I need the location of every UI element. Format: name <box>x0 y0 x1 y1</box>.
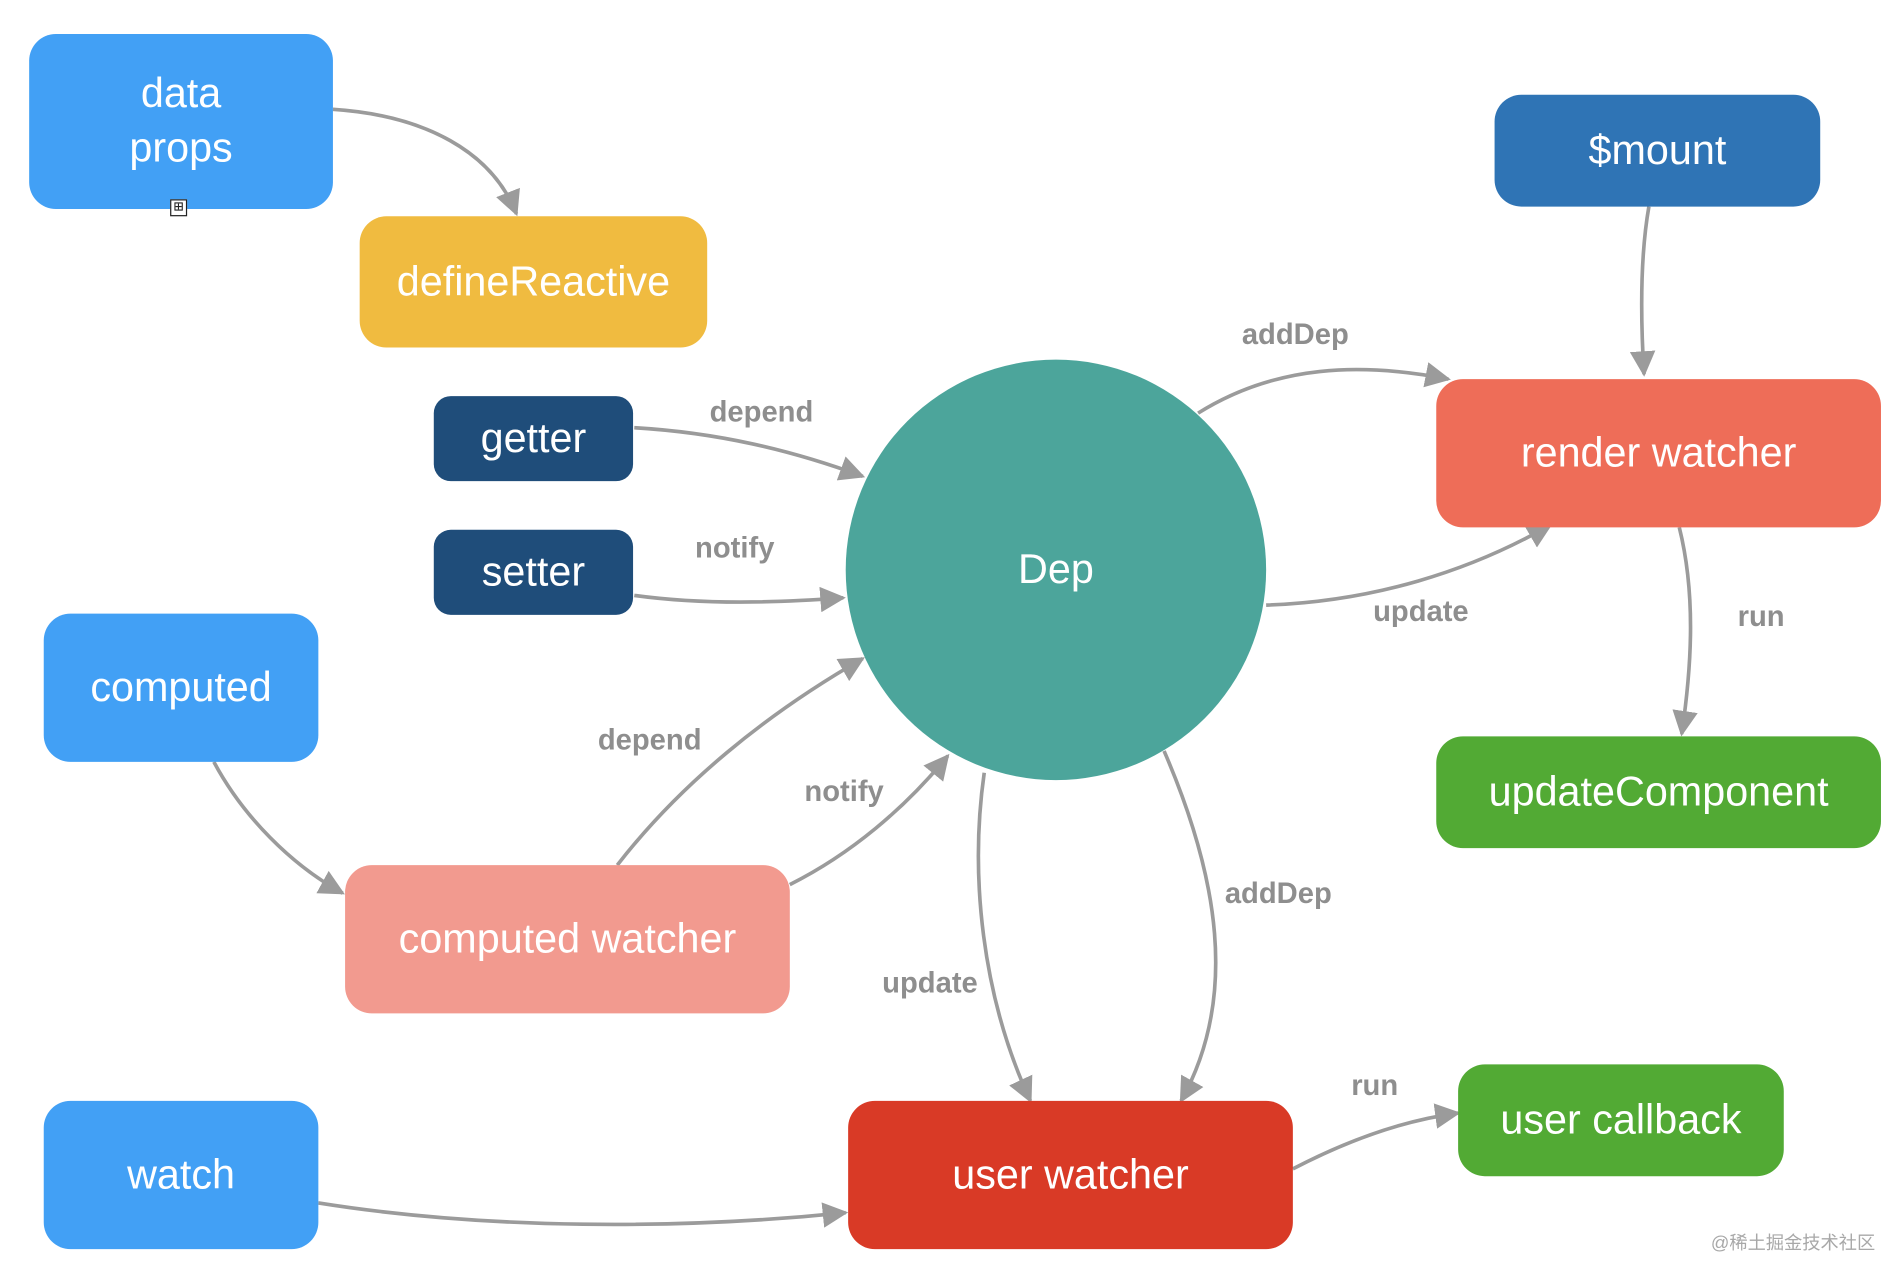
render-watcher-label: render watcher <box>1520 429 1797 476</box>
define-reactive-node[interactable]: defineReactive <box>359 216 708 348</box>
edge-dep-to-render-watcher <box>1197 362 1451 415</box>
edge-setter-to-dep <box>634 586 846 613</box>
user-watcher-label: user watcher <box>952 1151 1189 1198</box>
edge-label-getter-depend: depend <box>709 396 814 429</box>
watch-node[interactable]: watch <box>43 1100 319 1250</box>
data-props-node[interactable]: data props <box>29 34 333 209</box>
setter-node[interactable]: setter <box>433 529 634 615</box>
edge-watch-to-user-watcher <box>318 1201 849 1228</box>
computed-node[interactable]: computed <box>43 613 319 762</box>
edge-dep-adddep-user-watcher <box>1162 750 1218 1104</box>
edge-computed-watcher-notify-dep <box>788 753 950 887</box>
edge-label-computed-notify: notify <box>804 775 884 809</box>
edge-label-render-update: update <box>1373 595 1469 629</box>
data-props-label: data props <box>129 70 233 172</box>
edge-dep-update-user-watcher <box>976 772 1033 1104</box>
user-callback-label: user callback <box>1500 1096 1742 1143</box>
user-watcher-node[interactable]: user watcher <box>848 1100 1293 1250</box>
update-component-node[interactable]: updateComponent <box>1436 736 1881 849</box>
edge-label-render-adddep: addDep <box>1241 318 1349 352</box>
computed-watcher-node[interactable]: computed watcher <box>345 865 790 1014</box>
watermark: @稀土掘金技术社区 <box>1710 1233 1876 1254</box>
edge-label-user-update: update <box>882 967 978 1001</box>
computed-label: computed <box>90 664 272 711</box>
dep-label: Dep <box>1018 546 1094 593</box>
edge-label-render-run: run <box>1737 600 1785 634</box>
edge-label-user-adddep: addDep <box>1224 877 1332 911</box>
setter-label: setter <box>481 548 586 595</box>
watch-label: watch <box>127 1151 236 1198</box>
mount-label: $mount <box>1588 127 1727 174</box>
edge-render-to-updatecomponent <box>1672 526 1698 737</box>
define-reactive-label: defineReactive <box>396 258 671 305</box>
edge-user-watcher-to-callback <box>1292 1103 1461 1171</box>
dep-node[interactable]: Dep <box>845 359 1267 781</box>
update-component-label: updateComponent <box>1488 768 1829 815</box>
edge-computed-watcher-depend-dep <box>615 657 865 867</box>
edge-mount-to-render-watcher <box>1629 206 1656 377</box>
render-watcher-node[interactable]: render watcher <box>1436 379 1881 528</box>
edge-dep-update-render-watcher <box>1266 523 1553 607</box>
edge-label-setter-notify: notify <box>695 532 775 566</box>
getter-label: getter <box>480 415 587 462</box>
user-callback-node[interactable]: user callback <box>1458 1064 1784 1177</box>
edge-getter-to-dep <box>634 425 866 481</box>
expand-icon[interactable]: ⊞ <box>170 199 188 217</box>
edge-data-to-definereactive <box>332 107 520 217</box>
edge-label-user-run: run <box>1351 1069 1399 1103</box>
computed-watcher-label: computed watcher <box>398 915 737 962</box>
edge-label-computed-depend: depend <box>597 724 702 758</box>
mount-node[interactable]: $mount <box>1494 94 1821 207</box>
edge-computed-to-computed-watcher <box>212 761 345 895</box>
getter-node[interactable]: getter <box>433 396 634 482</box>
